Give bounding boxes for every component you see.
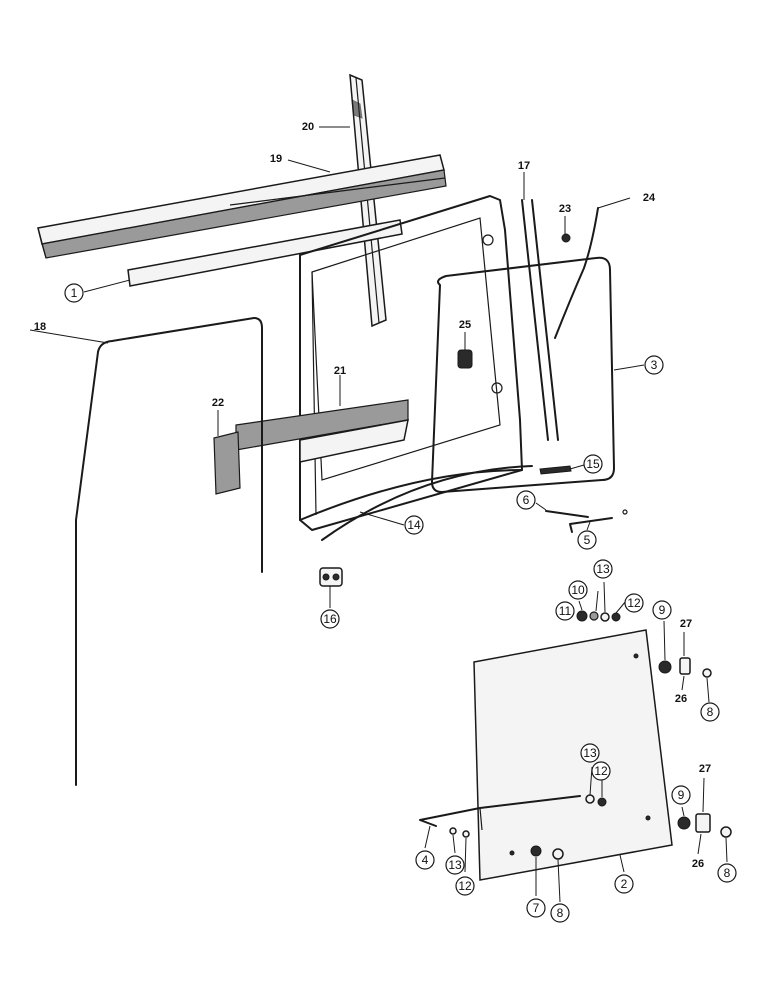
leader-lines — [29, 126, 728, 903]
callout-8-right: 8 — [717, 863, 737, 883]
label-19: 19 — [270, 153, 282, 165]
callout-9-upper: 9 — [652, 600, 672, 620]
part-2-glass-panel — [473, 629, 673, 881]
hardware-upper — [576, 610, 712, 678]
callout-label: 12 — [627, 596, 641, 610]
part-6-strip — [545, 510, 589, 518]
callout-label: 14 — [407, 518, 421, 532]
callout-label: 12 — [594, 764, 608, 778]
part-17-slide-channel — [521, 199, 559, 441]
label-27-lower: 27 — [699, 763, 711, 775]
hardware-middle — [585, 794, 732, 838]
callout-label: 8 — [707, 705, 714, 719]
part-15-plate — [539, 465, 572, 475]
part-25-latch — [457, 349, 473, 369]
hardware-lower — [449, 827, 564, 860]
callout-16: 16 — [320, 609, 340, 629]
callout-label: 1 — [71, 286, 78, 300]
callout-13-lower: 13 — [445, 855, 465, 875]
callout-15: 15 — [583, 454, 603, 474]
part-3-window-glass — [431, 256, 615, 493]
callout-label: 12 — [458, 879, 472, 893]
label-17: 17 — [518, 160, 530, 172]
label-23: 23 — [559, 203, 571, 215]
part-22-small-panel — [213, 431, 241, 495]
part-16-hinge — [319, 567, 343, 587]
callout-10: 10 — [568, 580, 588, 600]
callout-label: 15 — [586, 457, 600, 471]
callout-8-lower: 8 — [550, 903, 570, 923]
callout-label: 10 — [571, 583, 585, 597]
callout-label: 4 — [422, 853, 429, 867]
label-24: 24 — [643, 192, 656, 204]
callout-12-upper: 12 — [624, 593, 644, 613]
callout-label: 8 — [724, 866, 731, 880]
label-25: 25 — [459, 319, 471, 331]
label-20: 20 — [302, 121, 314, 133]
callout-label: 13 — [583, 746, 597, 760]
callout-5: 5 — [577, 530, 597, 550]
part-23-nut — [561, 233, 571, 243]
label-21: 21 — [334, 365, 346, 377]
callout-1: 1 — [64, 283, 84, 303]
callout-11: 11 — [555, 601, 575, 621]
label-22: 22 — [212, 397, 224, 409]
part-18-tube-frame — [75, 317, 263, 786]
callout-label: 5 — [584, 533, 591, 547]
callout-12-lower: 12 — [455, 876, 475, 896]
callout-label: 2 — [621, 877, 628, 891]
callout-label: 9 — [678, 788, 685, 802]
callout-label: 7 — [533, 901, 540, 915]
callout-label: 16 — [323, 612, 337, 626]
callout-12-middle: 12 — [591, 761, 611, 781]
callout-6: 6 — [516, 490, 536, 510]
part-24-cable — [554, 207, 599, 339]
callout-label: 13 — [448, 858, 462, 872]
callout-label: 13 — [596, 562, 610, 576]
callout-9-lower: 9 — [671, 785, 691, 805]
callout-3: 3 — [644, 355, 664, 375]
label-18: 18 — [34, 321, 46, 333]
callout-label: 6 — [523, 493, 530, 507]
callout-label: 11 — [559, 604, 572, 618]
callout-7: 7 — [526, 898, 546, 918]
callout-2: 2 — [614, 874, 634, 894]
part-14-seal-strip — [321, 465, 533, 541]
callout-14: 14 — [404, 515, 424, 535]
door-frame — [299, 195, 523, 531]
callout-13-middle: 13 — [580, 743, 600, 763]
label-26-upper: 26 — [675, 693, 687, 705]
callout-8-upper: 8 — [700, 702, 720, 722]
callout-label: 3 — [651, 358, 658, 372]
callout-label: 9 — [659, 603, 666, 617]
part-4-hinge-rod — [419, 795, 581, 831]
label-27-upper: 27 — [680, 618, 692, 630]
part-5-rod — [569, 509, 628, 533]
callout-4: 4 — [415, 850, 435, 870]
callout-13-upper: 13 — [593, 559, 613, 579]
label-26-lower: 26 — [692, 858, 704, 870]
callout-label: 8 — [557, 906, 564, 920]
part-19-upper-channel — [37, 154, 447, 259]
